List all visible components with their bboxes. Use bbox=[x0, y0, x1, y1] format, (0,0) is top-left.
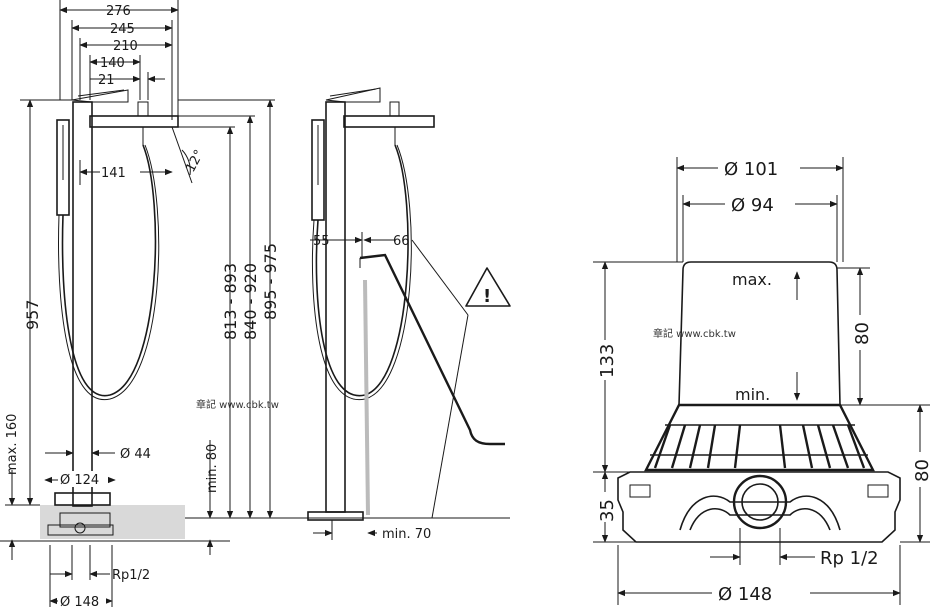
dim-141: 141 bbox=[101, 166, 126, 181]
dim-max-160: max. 160 bbox=[5, 414, 20, 475]
watermark-left: 章記 www.cbk.tw bbox=[196, 398, 279, 411]
installation-cap bbox=[678, 261, 841, 406]
dim-rp-left: Rp1/2 bbox=[112, 568, 150, 583]
dim-dia-94: Ø 94 bbox=[731, 195, 774, 216]
dim-210: 210 bbox=[113, 39, 138, 54]
dim-80-base: 80 bbox=[912, 459, 933, 482]
dim-dia-124: Ø 124 bbox=[60, 473, 99, 488]
dim-dia-148-left: Ø 148 bbox=[60, 595, 99, 610]
dim-rp-right: Rp 1/2 bbox=[820, 548, 879, 569]
dim-dia-148-right: Ø 148 bbox=[718, 584, 772, 605]
middle-view: 55 66 ! min. 70 bbox=[290, 87, 511, 542]
label-min: min. bbox=[735, 385, 770, 404]
mounting-base bbox=[617, 471, 901, 543]
inlet-port bbox=[732, 474, 788, 530]
dim-140: 140 bbox=[100, 56, 125, 71]
dim-276: 276 bbox=[106, 4, 131, 19]
dim-133: 133 bbox=[597, 344, 618, 378]
faucet-column bbox=[72, 101, 93, 507]
angle-label: 12° bbox=[183, 147, 207, 174]
middle-column bbox=[325, 101, 346, 513]
dim-840-920: 840 - 920 bbox=[241, 263, 260, 340]
dim-957: 957 bbox=[23, 299, 42, 330]
left-view: 276 245 210 140 21 12° 141 957 bbox=[0, 0, 290, 610]
dim-dia-101: Ø 101 bbox=[724, 159, 778, 180]
watermark-right: 章記 www.cbk.tw bbox=[653, 327, 736, 340]
right-view: Ø 101 Ø 94 max. min. bbox=[593, 157, 933, 605]
label-max: max. bbox=[732, 270, 772, 289]
dim-35: 35 bbox=[597, 499, 618, 522]
dim-895-975: 895 - 975 bbox=[261, 243, 280, 320]
warning-icon bbox=[465, 267, 511, 307]
dim-dia-44: Ø 44 bbox=[120, 447, 151, 462]
dim-80-cap: 80 bbox=[852, 322, 873, 345]
dim-min-70: min. 70 bbox=[382, 527, 431, 542]
dim-245: 245 bbox=[110, 22, 135, 37]
warning-glyph: ! bbox=[483, 286, 491, 307]
dim-813-893: 813 - 893 bbox=[221, 263, 240, 340]
dim-55: 55 bbox=[313, 234, 330, 249]
frame-ribs bbox=[650, 424, 868, 469]
dim-min-80: min. 80 bbox=[205, 444, 220, 493]
dim-21: 21 bbox=[98, 73, 115, 88]
dim-66: 66 bbox=[393, 234, 410, 249]
hose bbox=[61, 144, 157, 397]
bathtub-rim bbox=[359, 253, 505, 446]
